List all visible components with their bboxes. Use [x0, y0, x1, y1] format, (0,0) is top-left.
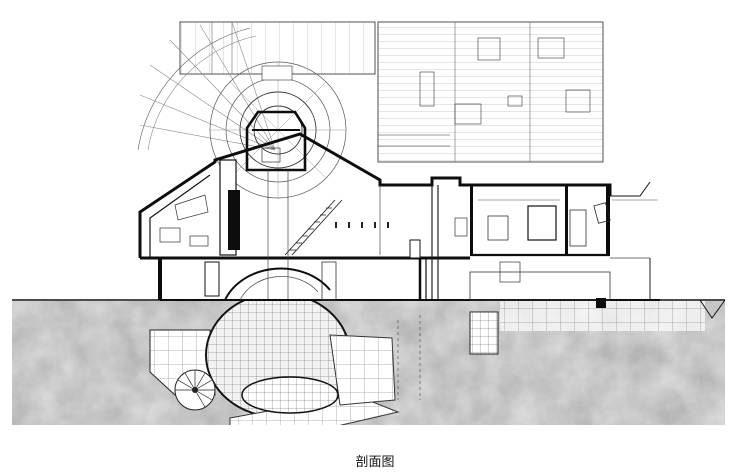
building-section	[138, 110, 658, 300]
upper-floor-plan	[137, 21, 604, 199]
ground-floor-section	[158, 257, 660, 308]
drawing-caption: 剖面图	[355, 455, 394, 470]
underground-plan	[149, 301, 705, 425]
spiral-stair	[174, 369, 216, 411]
